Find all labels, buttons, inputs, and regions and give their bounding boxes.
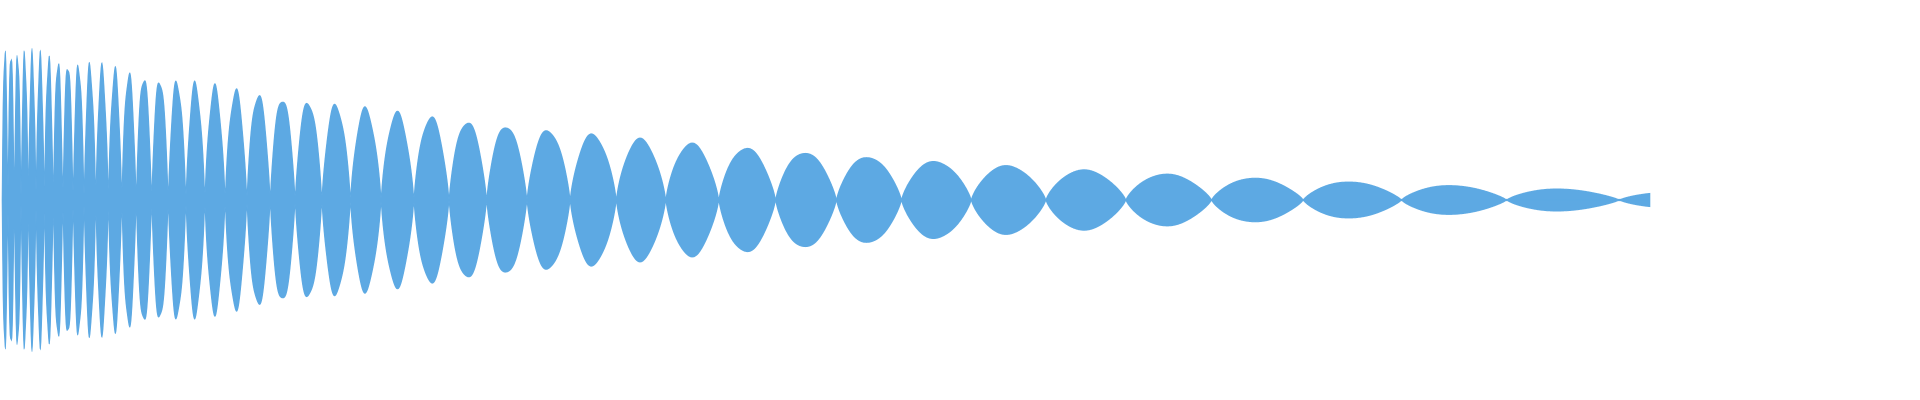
waveform-envelope (1, 48, 1651, 352)
